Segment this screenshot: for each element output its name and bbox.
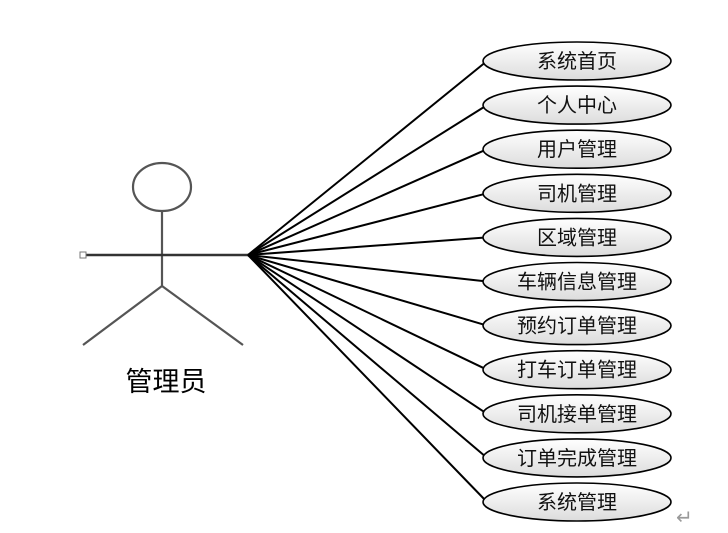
association-line	[247, 148, 488, 256]
actor-right-leg	[161, 285, 244, 346]
use-case: 打车订单管理	[482, 349, 672, 390]
association-line	[247, 236, 488, 256]
use-case: 区域管理	[482, 217, 672, 258]
use-case-ellipse	[482, 482, 672, 522]
use-case-ellipse	[482, 173, 672, 214]
use-case: 司机接单管理	[482, 393, 672, 434]
actor-figure	[79, 161, 248, 346]
use-case-ellipse	[482, 129, 672, 169]
use-case-label: 打车订单管理	[517, 358, 637, 382]
use-case-label: 区域管理	[537, 225, 617, 249]
use-case-label: 订单完成管理	[517, 446, 637, 470]
use-case-label: 司机管理	[537, 181, 617, 205]
actor-name: 管理员	[126, 367, 207, 398]
return-mark: ↵	[676, 505, 693, 529]
use-case-label: 车辆信息管理	[517, 270, 637, 294]
use-case-ellipse	[482, 349, 672, 390]
association-line	[247, 254, 488, 283]
actor-left-leg	[82, 285, 163, 346]
association-line	[247, 60, 488, 256]
use-case-ellipse	[482, 217, 672, 258]
use-case-ellipse	[482, 41, 672, 81]
association-line	[247, 254, 488, 371]
use-case-ellipse	[482, 438, 672, 478]
use-case-label: 用户管理	[537, 137, 617, 161]
use-case-label: 系统管理	[537, 490, 617, 514]
use-case-ellipse	[482, 261, 672, 302]
use-case-label: 个人中心	[537, 93, 617, 117]
use-case-ellipse	[482, 305, 672, 346]
use-case: 订单完成管理	[482, 438, 672, 478]
use-case: 个人中心	[482, 85, 672, 125]
use-case-label: 司机接单管理	[517, 402, 637, 426]
association-line	[247, 254, 488, 415]
use-case-label: 预约订单管理	[517, 314, 637, 338]
use-case: 车辆信息管理	[482, 261, 672, 302]
use-case: 系统管理	[482, 482, 672, 522]
use-case-label: 系统首页	[537, 49, 617, 73]
use-case-ellipse	[482, 393, 672, 434]
association-line	[247, 254, 488, 459]
association-lines	[247, 60, 488, 503]
use-case: 预约订单管理	[482, 305, 672, 346]
use-case: 用户管理	[482, 129, 672, 169]
actor-head	[131, 161, 193, 213]
association-line	[247, 192, 488, 256]
use-case-ellipse	[482, 85, 672, 125]
use-case: 系统首页	[482, 41, 672, 81]
association-line	[247, 254, 488, 503]
association-line	[247, 104, 488, 256]
actor-arm-endpoint	[79, 251, 87, 259]
use-case-list: 系统首页个人中心用户管理司机管理区域管理车辆信息管理预约订单管理打车订单管理司机…	[482, 41, 672, 522]
association-line	[247, 254, 488, 327]
use-case: 司机管理	[482, 173, 672, 214]
